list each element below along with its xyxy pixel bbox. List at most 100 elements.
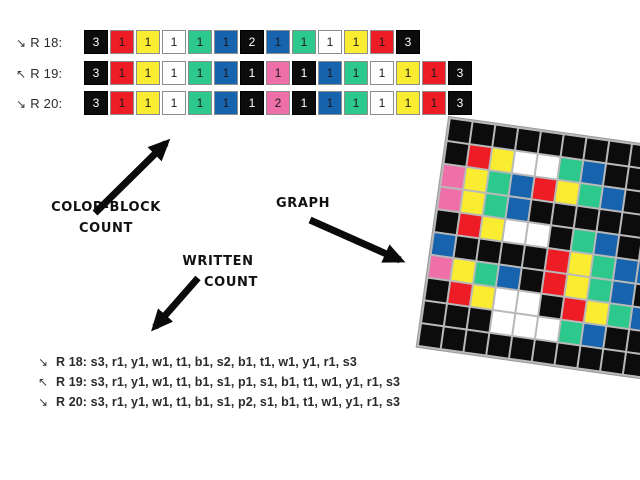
grid-cell [578,346,603,371]
grid-cell [454,236,479,261]
color-block: 1 [240,61,264,85]
grid-cell [431,233,456,257]
grid-cell [558,158,583,182]
color-block: 1 [214,30,238,54]
color-block: 1 [188,91,212,115]
color-block: 1 [136,30,160,54]
color-block: 3 [84,30,108,54]
grid-cell [487,333,512,358]
grid-cell [532,177,557,202]
color-block: 1 [266,30,290,54]
grid-cell [613,258,638,283]
grid-cell [600,187,625,211]
grid-cell [438,187,462,212]
color-block: 1 [266,61,290,85]
grid-cell [545,249,570,273]
color-block: 1 [370,61,394,85]
grid-cell [562,297,586,322]
grid-cell [467,145,492,169]
grid-cell [526,223,550,247]
color-block: 1 [110,91,134,115]
grid-cell [594,232,619,257]
color-block: 1 [136,91,160,115]
grid-cell [555,343,580,368]
row-direction-arrow-icon: ↖ [16,66,27,81]
grid-cell [617,235,640,260]
grid-cell [623,190,640,215]
color-block: 1 [292,61,316,85]
color-block: 1 [318,61,342,85]
row-direction-arrow-icon: ↘ [16,96,27,111]
grid-cell [604,164,628,189]
grid-cell [496,265,521,290]
grid-cell [444,142,469,166]
color-block: 1 [396,61,420,85]
color-block: 1 [344,91,368,115]
grid-cell [422,301,446,326]
written-count-text: R 18: s3, r1, y1, w1, t1, b1, s2, b1, t1… [56,355,357,369]
grid-cell [538,132,563,156]
grid-cell [490,148,514,173]
grid-cell [607,141,631,166]
color-block: 1 [110,30,134,54]
grid-cell [588,278,612,303]
grid-cell [597,209,622,234]
grid-cell [548,226,573,251]
color-block: 2 [266,91,290,115]
color-block: 1 [110,61,134,85]
grid-cell [474,262,498,287]
grid-cell [493,288,518,313]
grid-cell [610,281,635,306]
color-block: 1 [370,30,394,54]
grid-cell [434,210,459,235]
written-count-text: R 19: s3, r1, y1, w1, t1, b1, s1, p1, s1… [56,375,401,389]
color-block-count-label-line1: COLOR-BLOCK [51,200,161,215]
color-block: 1 [318,30,342,54]
color-block: 1 [162,61,186,85]
grid-cell [633,284,640,309]
row-direction-arrow-icon: ↘ [16,35,27,50]
grid-cell [542,271,567,296]
written-count-label-line2: COUNT [204,275,258,290]
grid-cell [418,324,443,348]
grid-cell [574,206,599,231]
color-block: 3 [84,91,108,115]
color-block: 1 [292,91,316,115]
grid-cell [607,304,632,329]
color-block-count-label: COLOR-BLOCK COUNT [36,197,176,239]
written-count-section: ↘ R 18: s3, r1, y1, w1, t1, b1, s2, b1, t… [38,352,400,412]
color-block-count-label-line2: COUNT [79,221,133,236]
color-block: 1 [214,61,238,85]
grid-cell [581,161,605,185]
color-block: 1 [344,30,368,54]
color-block: 1 [370,91,394,115]
grid-cell [464,168,488,192]
grid-cell [510,337,534,361]
grid-cell [500,242,524,267]
grid-cell [555,180,579,205]
grid-cell [490,311,515,335]
grid-cell [512,151,537,176]
grid-cell [522,245,547,270]
color-block: 1 [344,61,368,85]
color-block: 1 [292,30,316,54]
row-direction-arrow-icon: ↘ [38,395,49,409]
grid-cell [516,128,540,153]
color-block: 1 [318,91,342,115]
grid-cell [571,229,596,254]
grid-cell [581,323,606,348]
row-label: ↖R 19: [16,65,63,81]
grid-cell [601,349,625,374]
graph-arrow [308,216,406,264]
color-block: 3 [84,61,108,85]
grid-cell [470,285,495,309]
grid-cell [513,314,537,338]
grid-cell [561,135,586,159]
grid-cell [441,327,466,352]
grid-cell [493,125,518,150]
